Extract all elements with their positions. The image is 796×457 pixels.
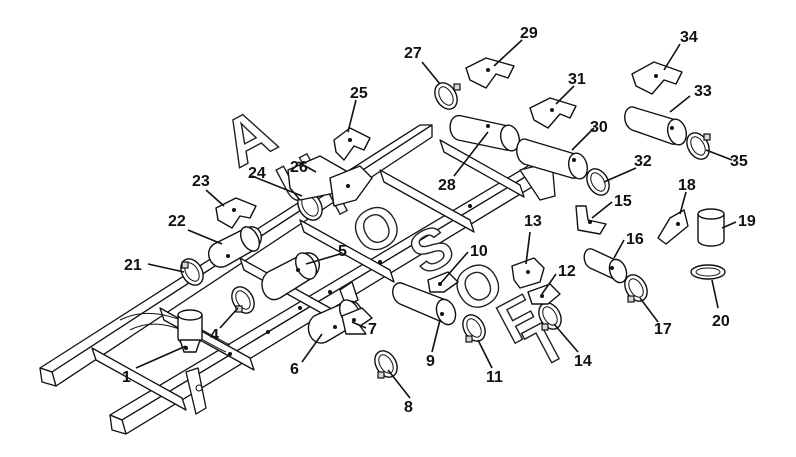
part-19: [697, 208, 725, 247]
callout-31: 31: [568, 71, 586, 88]
part-12: [527, 283, 561, 305]
callout-8: 8: [404, 399, 413, 416]
part-33: [624, 106, 688, 146]
callout-19: 19: [738, 213, 756, 230]
callout-9: 9: [426, 353, 435, 370]
callout-21: 21: [124, 257, 142, 274]
callout-29: 29: [520, 25, 538, 42]
callout-1: 1: [122, 369, 131, 386]
part-5: [261, 252, 320, 301]
callout-26: 26: [290, 159, 308, 176]
part-21: [180, 258, 204, 286]
callout-22: 22: [168, 213, 186, 230]
part-25: [333, 127, 371, 161]
part-16: [583, 248, 628, 284]
part-30: [516, 138, 589, 180]
part-22: [208, 226, 263, 268]
callout-27: 27: [404, 45, 422, 62]
part-23: [215, 197, 257, 229]
callout-14: 14: [574, 353, 592, 370]
part-28: [449, 115, 521, 152]
callout-25: 25: [350, 85, 368, 102]
part-18: [657, 209, 689, 245]
callout-34: 34: [680, 29, 698, 46]
part-1: [177, 309, 203, 353]
callout-17: 17: [654, 321, 672, 338]
callout-13: 13: [524, 213, 542, 230]
part-31: [529, 97, 577, 129]
callout-24: 24: [248, 165, 266, 182]
part-20: [690, 264, 726, 280]
part-29: [465, 57, 515, 89]
callout-4: 4: [210, 327, 219, 344]
callout-5: 5: [338, 243, 347, 260]
callout-33: 33: [694, 83, 712, 100]
callout-16: 16: [626, 231, 644, 248]
part-4: [231, 286, 255, 314]
callout-10: 10: [470, 243, 488, 260]
callout-labels: 1 4 5 6 7 8 9 10 11 12 13 14 15 16 17 18…: [122, 25, 756, 416]
callout-15: 15: [614, 193, 632, 210]
part-9: [392, 282, 457, 326]
part-11: [462, 314, 486, 343]
part-34: [631, 61, 683, 95]
part-8: [374, 350, 398, 379]
part-26: [287, 155, 373, 207]
part-17: [624, 274, 648, 303]
part-13: [511, 257, 545, 289]
part-35: [686, 132, 711, 160]
callout-6: 6: [290, 361, 299, 378]
callout-12: 12: [558, 263, 576, 280]
callout-20: 20: [712, 313, 730, 330]
callout-28: 28: [438, 177, 456, 194]
callout-32: 32: [634, 153, 652, 170]
part-32: [586, 168, 610, 196]
callout-11: 11: [486, 369, 503, 386]
part-27: [434, 82, 461, 110]
callout-30: 30: [590, 119, 608, 136]
callout-35: 35: [730, 153, 748, 170]
part-15: [575, 205, 607, 235]
callout-23: 23: [192, 173, 210, 190]
callout-18: 18: [678, 177, 696, 194]
leader-lines: [135, 39, 737, 399]
callout-7: 7: [368, 321, 377, 338]
